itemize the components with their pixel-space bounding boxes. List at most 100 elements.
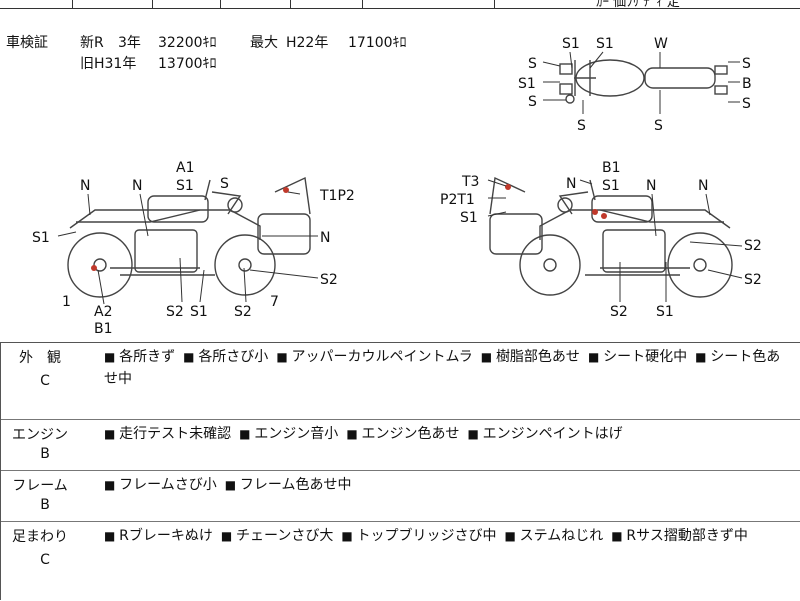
row-label: 外 観 bbox=[19, 350, 61, 366]
old-label: 旧H31年 bbox=[80, 56, 137, 72]
label: S2 bbox=[234, 304, 252, 320]
label: P2T1 bbox=[440, 192, 475, 208]
item: Rブレーキぬけ bbox=[104, 528, 213, 544]
item: 樹脂部色あせ bbox=[481, 349, 580, 365]
label: A1 bbox=[176, 160, 194, 176]
item: アッパーカウルペイントムラ bbox=[276, 349, 472, 365]
divider bbox=[290, 0, 291, 8]
label: S1 bbox=[518, 76, 536, 92]
label: S bbox=[528, 94, 537, 110]
row-grade: B bbox=[40, 446, 50, 462]
label: 7 bbox=[270, 294, 279, 310]
right-side-bike bbox=[489, 176, 733, 298]
item: 各所きず bbox=[104, 349, 175, 365]
row-items: フレームさび小フレーム色あせ中 bbox=[104, 474, 794, 496]
label: S1 bbox=[602, 178, 620, 194]
label: S1 bbox=[190, 304, 208, 320]
damage-mark bbox=[505, 184, 511, 190]
damage-mark bbox=[91, 265, 97, 271]
label: S1 bbox=[32, 230, 50, 246]
label: T3 bbox=[461, 174, 479, 190]
label: N bbox=[566, 176, 576, 192]
label: S2 bbox=[610, 304, 628, 320]
label: S2 bbox=[744, 272, 762, 288]
damage-diagram-svg: S1 S1 W S S1 S S S S B S A1 S1 S N N T1P… bbox=[32, 36, 762, 337]
damage-mark bbox=[283, 187, 289, 193]
label: S1 bbox=[460, 210, 478, 226]
row-grade: B bbox=[40, 497, 50, 513]
divider bbox=[494, 0, 495, 8]
label: S1 bbox=[656, 304, 674, 320]
row-items: 各所きず各所さび小アッパーカウルペイントムラ樹脂部色あせシート硬化中シート色あせ… bbox=[104, 346, 794, 390]
label: 1 bbox=[62, 294, 71, 310]
old-amount: 13700ｷﾛ bbox=[158, 56, 217, 72]
item: ステムねじれ bbox=[505, 528, 604, 544]
label: B1 bbox=[602, 160, 621, 176]
item: シート硬化中 bbox=[588, 349, 687, 365]
max-amount: 17100ｷﾛ bbox=[348, 35, 407, 51]
label: S bbox=[577, 118, 586, 134]
label: S bbox=[742, 96, 751, 112]
row-label: フレーム bbox=[12, 478, 68, 494]
label: S bbox=[654, 118, 663, 134]
table-left-border bbox=[0, 342, 1, 600]
condition-row-engine: エンジン B 走行テスト未確認エンジン音小エンジン色あせエンジンペイントはげ bbox=[0, 420, 800, 471]
item: エンジンペイントはげ bbox=[467, 426, 622, 442]
label: S2 bbox=[320, 272, 338, 288]
label: A2 bbox=[94, 304, 112, 320]
top-fragment-text: ｶｰ 価ﾌﾘ ﾃﾞｨ 定 bbox=[596, 0, 680, 10]
condition-row-exterior: 外 観 C 各所きず各所さび小アッパーカウルペイントムラ樹脂部色あせシート硬化中… bbox=[0, 343, 800, 420]
row-grade: C bbox=[40, 552, 50, 568]
top-table-strip: ｶｰ 価ﾌﾘ ﾃﾞｨ 定 bbox=[0, 0, 800, 10]
item: チェーンさび大 bbox=[221, 528, 333, 544]
condition-row-frame: フレーム B フレームさび小フレーム色あせ中 bbox=[0, 471, 800, 522]
new-years: 3年 bbox=[118, 35, 141, 51]
label: N bbox=[132, 178, 142, 194]
damage-mark bbox=[601, 213, 607, 219]
left-side-bike bbox=[67, 176, 311, 298]
max-year: H22年 bbox=[286, 35, 329, 51]
divider bbox=[220, 0, 221, 8]
label: B1 bbox=[94, 321, 113, 337]
label: N bbox=[646, 178, 656, 194]
label: S2 bbox=[744, 238, 762, 254]
label: B bbox=[742, 76, 752, 92]
condition-row-suspension: 足まわり C Rブレーキぬけチェーンさび大トップブリッジさび中ステムねじれ Rサス… bbox=[0, 522, 800, 600]
label: T1P2 bbox=[319, 188, 355, 204]
damage-mark bbox=[592, 209, 598, 215]
new-label: 新R bbox=[80, 35, 104, 51]
row-label: エンジン bbox=[12, 427, 68, 443]
label: N bbox=[320, 230, 330, 246]
new-amount: 32200ｷﾛ bbox=[158, 35, 217, 51]
inspection-label: 車検証 bbox=[6, 35, 48, 51]
label: S2 bbox=[166, 304, 184, 320]
item: 走行テスト未確認 bbox=[104, 426, 231, 442]
label: S bbox=[528, 56, 537, 72]
item: 各所さび小 bbox=[183, 349, 268, 365]
divider bbox=[152, 0, 153, 8]
damage-diagram: S1 S1 W S S1 S S S S B S A1 S1 S N N T1P… bbox=[0, 20, 800, 342]
label: S1 bbox=[596, 36, 614, 52]
item: エンジン音小 bbox=[239, 426, 338, 442]
item: エンジン色あせ bbox=[346, 426, 459, 442]
top-view-bike bbox=[559, 59, 728, 104]
max-label: 最大 bbox=[250, 35, 278, 51]
label: N bbox=[698, 178, 708, 194]
item: トップブリッジさび中 bbox=[341, 528, 496, 544]
label: S bbox=[742, 56, 751, 72]
condition-table: 外 観 C 各所きず各所さび小アッパーカウルペイントムラ樹脂部色あせシート硬化中… bbox=[0, 342, 800, 601]
row-label: 足まわり bbox=[12, 529, 68, 545]
item: フレーム色あせ中 bbox=[225, 477, 352, 493]
label: W bbox=[654, 36, 668, 52]
label: S1 bbox=[562, 36, 580, 52]
item: フレームさび小 bbox=[104, 477, 217, 493]
row-grade: C bbox=[40, 373, 50, 389]
divider bbox=[362, 0, 363, 8]
row-items: Rブレーキぬけチェーンさび大トップブリッジさび中ステムねじれ Rサス摺動部きず中 bbox=[104, 525, 794, 547]
row-items: 走行テスト未確認エンジン音小エンジン色あせエンジンペイントはげ bbox=[104, 423, 794, 445]
label: N bbox=[80, 178, 90, 194]
divider bbox=[72, 0, 73, 8]
label: S1 bbox=[176, 178, 194, 194]
label: S bbox=[220, 176, 229, 192]
item: Rサス摺動部きず中 bbox=[611, 528, 748, 544]
